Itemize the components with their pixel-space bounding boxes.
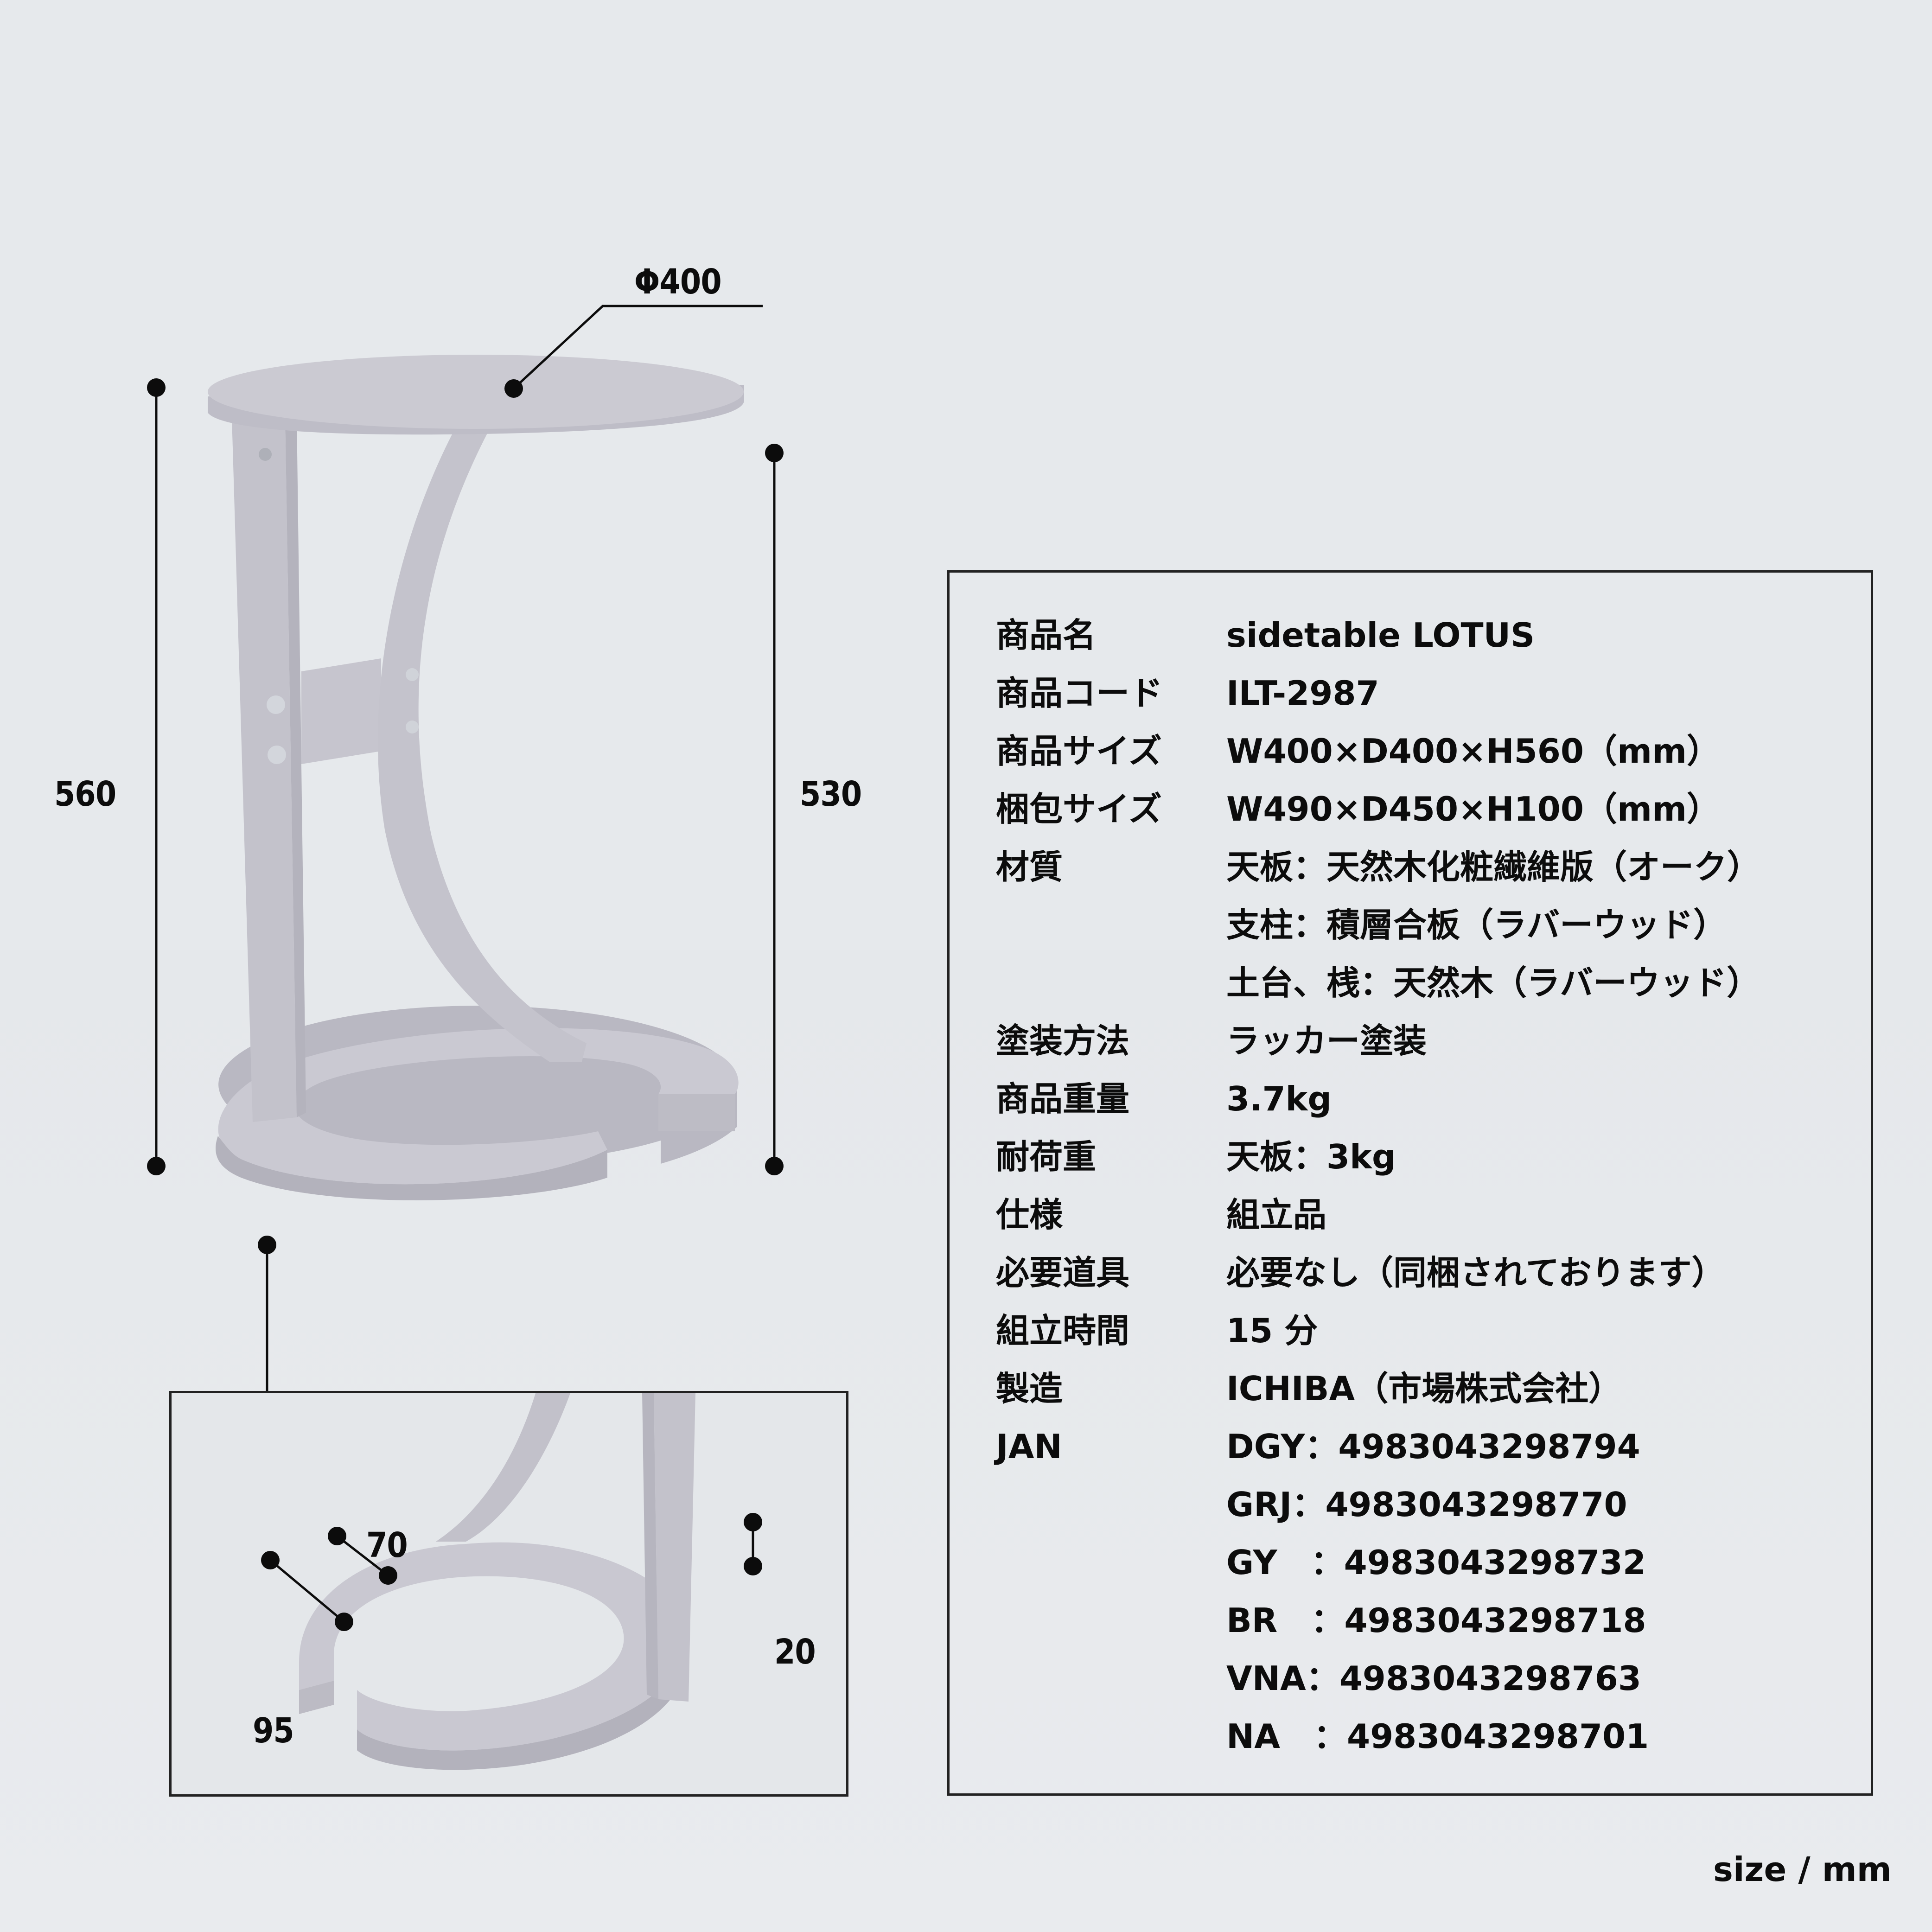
base-gap-outer-label: 95 [253,1711,294,1751]
base-thickness-label: 20 [774,1632,816,1672]
spec-row-material-3: 土台、桟：天然木（ラバーウッド） [1226,963,1760,1002]
spec-row-jan-br: BR ：4983043298718 [1226,1601,1646,1640]
spec-row-specification: 仕様組立品 [996,1195,1327,1234]
base-thickness-marker [744,1513,762,1575]
table-crossbar [301,658,381,764]
base-detail-illustration [261,1393,762,1770]
inner-height-label: 530 [800,774,862,814]
diameter-leader [513,305,763,389]
unit-note: size / mm [1713,1850,1892,1889]
spec-row-finish: 塗装方法ラッカー塗装 [996,1021,1427,1060]
diameter-label: Φ400 [634,262,722,302]
table-top [208,355,744,435]
table-leg-straight [232,417,306,1122]
total-height-label: 560 [54,774,116,814]
spec-row-material: 材質天板：天然木化粧繊維版（オーク） [996,848,1761,886]
spec-row-tools: 必要道具必要なし（同梱されております） [996,1253,1725,1292]
spec-row-jan-grj: GRJ：4983043298770 [1226,1485,1627,1524]
spec-row-jan-vna: VNA：4983043298763 [1226,1659,1641,1698]
base-gap-inner-label: 70 [366,1525,408,1565]
spec-row-material-2: 支柱：積層合板（ラバーウッド） [1226,905,1727,944]
base-gap-inner-marker [328,1527,397,1585]
height-530-line [765,444,784,1175]
spec-row-jan-gy: GY ：4983043298732 [1226,1543,1646,1582]
base-detail-inset [169,1391,848,1797]
height-560-line [147,378,166,1175]
leader-dot [504,379,523,398]
table-leg-curved [378,413,587,1062]
base-gap-outer-marker [261,1551,353,1631]
table-base [216,1006,739,1200]
spec-row-jan-na: NA ：4983043298701 [1226,1717,1649,1756]
spec-row-load-capacity: 耐荷重天板：3kg [996,1137,1396,1176]
